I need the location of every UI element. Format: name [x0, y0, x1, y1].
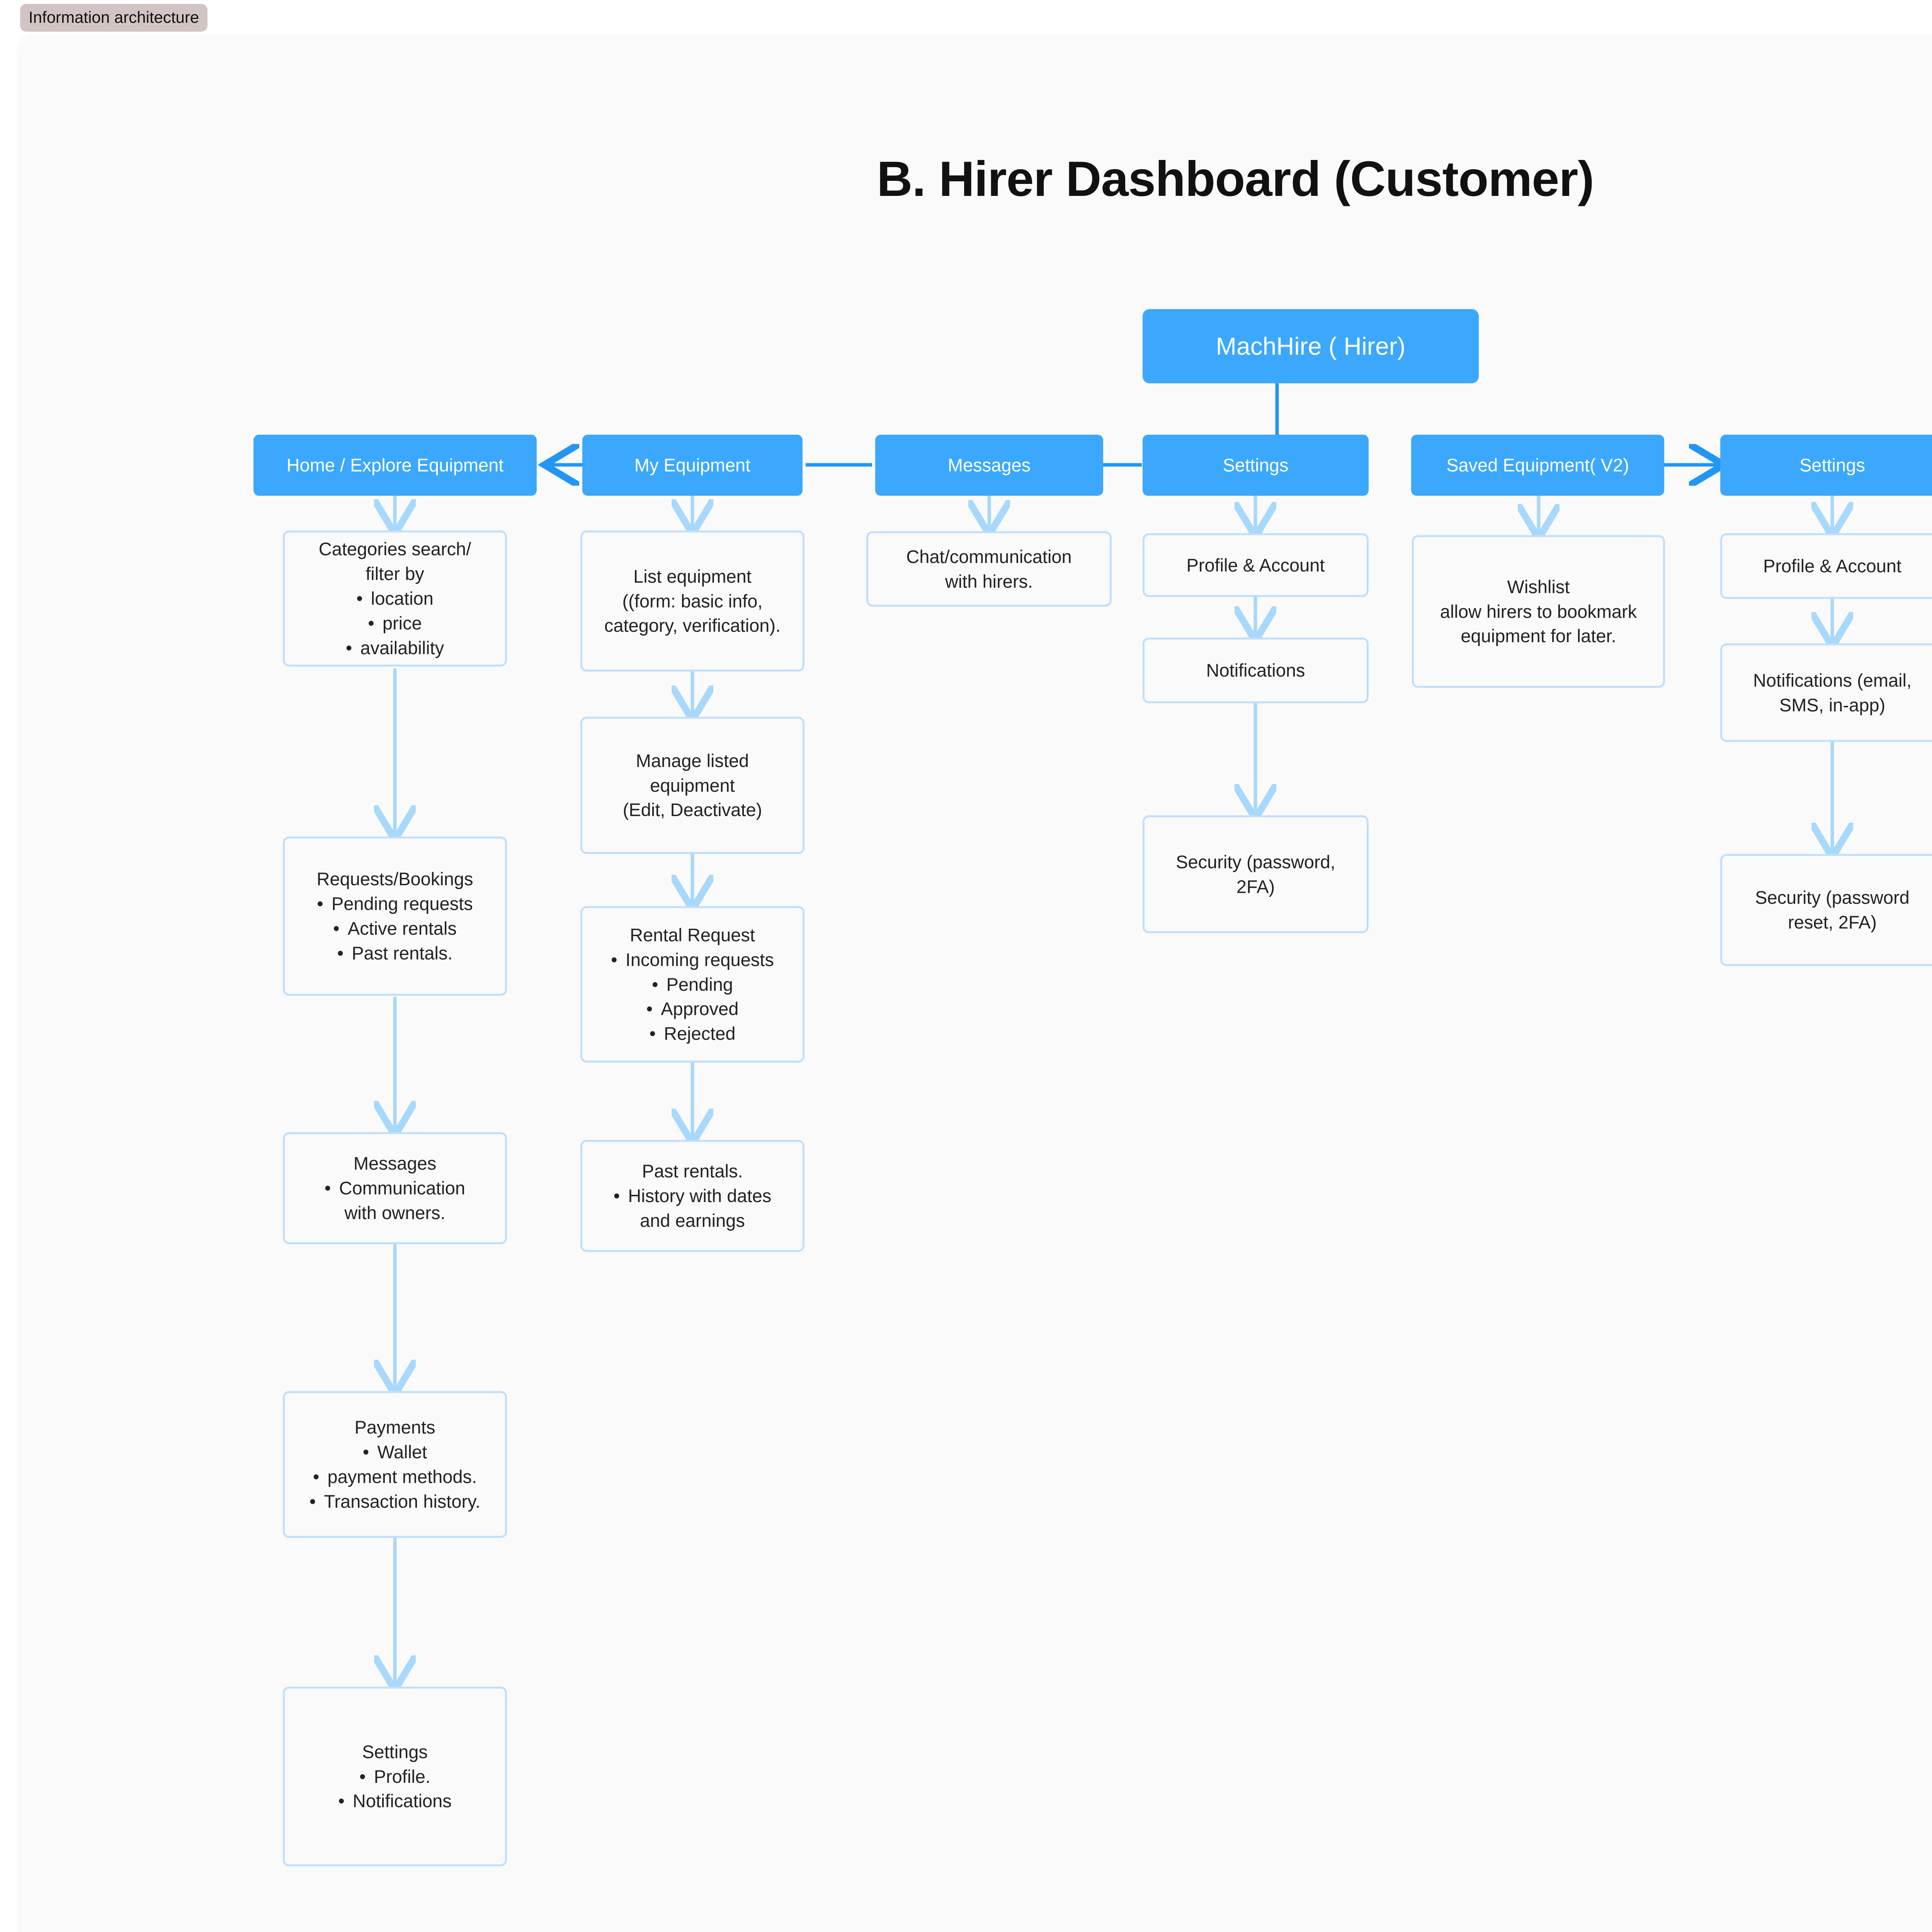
top-node-settings-2[interactable]: Settings [1720, 435, 1932, 496]
box-requests-bookings-title: Requests/Bookings [316, 869, 473, 889]
top-node-messages-label: Messages [947, 454, 1031, 475]
box-notifications-2-title: Notifications (email, SMS, in-app) [1753, 670, 1912, 715]
list-item: Active rentals [293, 916, 497, 941]
list-item: Pending [591, 972, 794, 997]
box-rental-request-title: Rental Request [630, 924, 755, 945]
box-rental-request[interactable]: Rental Request Incoming requests Pending… [580, 906, 804, 1063]
box-notifications-1[interactable]: Notifications [1143, 638, 1369, 703]
list-item: availability [293, 636, 497, 660]
box-manage-listed-title: Manage listed equipment (Edit, Deactivat… [622, 750, 762, 820]
box-profile-account-2-title: Profile & Account [1763, 556, 1901, 577]
list-item: Pending requests [293, 891, 497, 916]
list-item: Incoming requests [591, 947, 794, 972]
box-categories-title: Categories search/ filter by [318, 539, 471, 584]
top-node-home-label: Home / Explore Equipment [286, 454, 504, 475]
box-wishlist[interactable]: Wishlist allow hirers to bookmark equipm… [1412, 535, 1665, 688]
box-requests-bookings-bullets: Pending requests Active rentals Past ren… [293, 891, 497, 966]
top-node-saved-equipment[interactable]: Saved Equipment( V2) [1411, 435, 1664, 496]
list-item: Approved [591, 997, 794, 1021]
box-profile-account-1[interactable]: Profile & Account [1143, 533, 1369, 597]
box-notifications-1-title: Notifications [1206, 660, 1305, 681]
list-item: Transaction history. [293, 1489, 497, 1514]
list-item: History with dates and earnings [591, 1184, 794, 1233]
box-profile-account-2[interactable]: Profile & Account [1720, 533, 1932, 599]
list-item: Notifications [293, 1789, 497, 1813]
box-past-rentals[interactable]: Past rentals. History with dates and ear… [580, 1140, 804, 1252]
box-chat-communication-title: Chat/communication with hirers. [906, 546, 1072, 592]
list-item: Wallet [293, 1440, 497, 1464]
box-profile-account-1-title: Profile & Account [1186, 554, 1325, 575]
box-notifications-2[interactable]: Notifications (email, SMS, in-app) [1720, 643, 1932, 742]
box-past-rentals-bullets: History with dates and earnings [591, 1184, 794, 1233]
box-settings-hirer[interactable]: Settings Profile. Notifications [283, 1687, 507, 1866]
box-payments[interactable]: Payments Wallet payment methods. Transac… [283, 1391, 507, 1538]
box-categories-bullets: location price availability [293, 586, 497, 660]
list-item: Profile. [293, 1764, 497, 1789]
box-security-1-title: Security (password, 2FA) [1176, 851, 1335, 897]
list-item: Rejected [591, 1021, 794, 1046]
box-past-rentals-title: Past rentals. [642, 1161, 743, 1182]
list-item: payment methods. [293, 1464, 497, 1489]
box-messages-owners-bullets: Communication with owners. [293, 1176, 497, 1225]
box-payments-bullets: Wallet payment methods. Transaction hist… [293, 1440, 497, 1514]
top-node-settings-1-label: Settings [1223, 454, 1289, 475]
box-wishlist-title: Wishlist allow hirers to bookmark equipm… [1440, 576, 1637, 646]
box-manage-listed[interactable]: Manage listed equipment (Edit, Deactivat… [580, 717, 804, 854]
box-chat-communication[interactable]: Chat/communication with hirers. [866, 531, 1112, 607]
box-messages-owners-title: Messages [353, 1153, 437, 1174]
top-node-home[interactable]: Home / Explore Equipment [253, 435, 537, 496]
diagram-canvas: B. Hirer Dashboard (Customer) [20, 35, 1932, 1932]
frame-label[interactable]: Information architecture [20, 4, 208, 32]
list-item: Communication with owners. [293, 1176, 497, 1225]
top-node-my-equipment[interactable]: My Equipment [582, 435, 803, 496]
page-title: B. Hirer Dashboard (Customer) [877, 151, 1594, 207]
list-item: price [293, 611, 497, 636]
box-rental-request-bullets: Incoming requests Pending Approved Rejec… [591, 947, 794, 1046]
list-item: Past rentals. [293, 941, 497, 966]
box-security-2-title: Security (password reset, 2FA) [1755, 887, 1910, 932]
top-node-settings-2-label: Settings [1799, 454, 1865, 475]
box-messages-owners[interactable]: Messages Communication with owners. [283, 1132, 507, 1244]
box-security-1[interactable]: Security (password, 2FA) [1143, 815, 1369, 933]
box-requests-bookings[interactable]: Requests/Bookings Pending requests Activ… [283, 837, 507, 996]
box-categories[interactable]: Categories search/ filter by location pr… [283, 531, 507, 667]
box-settings-hirer-title: Settings [362, 1741, 428, 1762]
box-security-2[interactable]: Security (password reset, 2FA) [1720, 854, 1932, 966]
box-list-equipment[interactable]: List equipment ((form: basic info, categ… [580, 531, 804, 672]
root-node-label: MachHire ( Hirer) [1216, 332, 1406, 360]
top-node-settings-1[interactable]: Settings [1143, 435, 1369, 496]
box-list-equipment-title: List equipment ((form: basic info, categ… [604, 566, 781, 636]
box-payments-title: Payments [354, 1417, 435, 1438]
top-node-messages[interactable]: Messages [875, 435, 1103, 496]
list-item: location [293, 586, 497, 611]
top-node-saved-equipment-label: Saved Equipment( V2) [1446, 454, 1629, 475]
top-node-my-equipment-label: My Equipment [634, 454, 751, 475]
box-settings-hirer-bullets: Profile. Notifications [293, 1764, 497, 1814]
root-node-machhire[interactable]: MachHire ( Hirer) [1143, 309, 1479, 383]
